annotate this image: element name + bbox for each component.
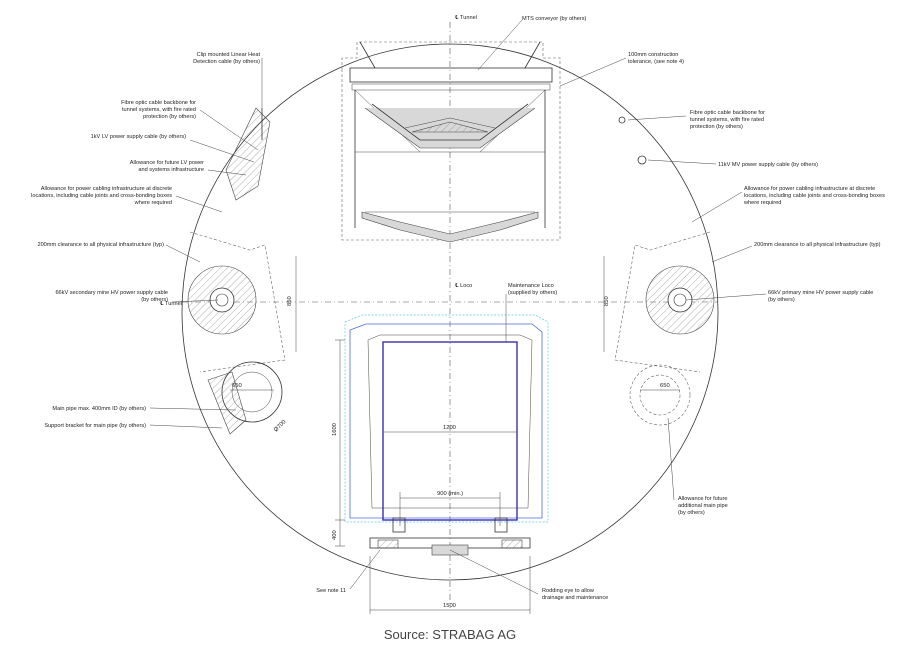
- fibre-right-fitting: [618, 116, 626, 124]
- loco-swept-envelope: [367, 334, 533, 509]
- dim-700: Ø700: [273, 419, 287, 433]
- tunnel-centerline-label-left: ℄ Tunnel: [159, 301, 182, 307]
- leader-lines: [149, 19, 767, 595]
- mts-conveyor-label: MTS conveyor (by others): [522, 16, 586, 22]
- dim-650-right: 650: [660, 383, 670, 389]
- lv-power-label: 1kV LV power supply cable (by others): [91, 134, 186, 140]
- dim-1200: 1200: [443, 425, 456, 431]
- loco-blue-envelope: [349, 323, 543, 519]
- mv-power-label: 11kV MV power supply cable (by others): [718, 162, 818, 168]
- cabling-right-label: Allowance for power cabling infrastructu…: [743, 186, 885, 206]
- left-cable-tray: [225, 107, 271, 201]
- clearance-left-label: 200mm clearance to all physical infrastr…: [37, 242, 164, 248]
- dim-400: 400: [332, 530, 338, 540]
- source-caption: Source: STRABAG AG: [383, 627, 517, 642]
- dim-1500: 1500: [443, 603, 456, 609]
- hv-primary-label: 66kV primary mine HV power supply cable(…: [768, 290, 873, 303]
- conveyor-clearance-envelope: [341, 41, 561, 241]
- tunnel-centerline-label-top: ℄ Tunnel: [454, 15, 477, 21]
- dim-850-left: 850: [287, 296, 293, 306]
- maintenance-loco-label: Maintenance Loco(supplied by others): [508, 283, 557, 296]
- main-pipe-label: Main pipe max. 400mm ID (by others): [52, 406, 146, 412]
- future-main-pipe: [629, 364, 691, 426]
- dim-900: 900 (min.): [437, 491, 463, 497]
- cabling-left-label: Allowance for power cabling infrastructu…: [31, 186, 172, 206]
- mv-cable-fitting: [637, 155, 647, 165]
- loco-centerline-label: ℄ Loco: [454, 283, 472, 289]
- dim-1600: 1600: [332, 423, 338, 436]
- dim-850-right: 850: [604, 296, 610, 306]
- loco-cyan-envelope: [344, 314, 549, 523]
- track-assembly: [369, 517, 531, 556]
- mts-conveyor: [349, 41, 553, 243]
- clearance-right-label: 200mm clearance to all physical infrastr…: [754, 242, 881, 248]
- support-bracket: [207, 371, 247, 435]
- note-11-label: See note 11: [316, 588, 346, 594]
- right-infrastructure-zone: [614, 231, 711, 373]
- support-bracket-label: Support bracket for main pipe (by others…: [44, 423, 146, 429]
- hv-secondary-label: 66kV secondary mine HV power supply cabl…: [55, 290, 168, 303]
- maintenance-loco-body: [382, 341, 518, 521]
- left-infrastructure-zone: [189, 231, 286, 373]
- dimension-lines: [230, 256, 680, 614]
- dim-650-left: 650: [232, 383, 242, 389]
